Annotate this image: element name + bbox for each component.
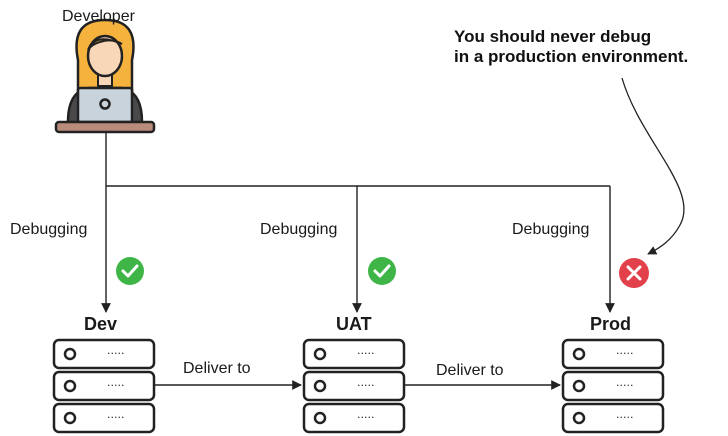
env-title-dev: Dev — [84, 314, 118, 334]
svg-text:·····: ····· — [357, 411, 374, 424]
warning-note-line2: in a production environment. — [454, 47, 689, 66]
developer-label: Developer — [62, 8, 135, 25]
server-icon-dev: ····· ····· ····· — [52, 338, 156, 434]
svg-text:·····: ····· — [107, 379, 124, 392]
svg-text:·····: ····· — [107, 347, 124, 360]
server-icon-prod: ····· ····· ····· — [561, 338, 665, 434]
svg-text:·····: ····· — [616, 411, 633, 424]
debug-connectors — [101, 133, 615, 313]
svg-text:·····: ····· — [616, 379, 633, 392]
debugging-label-dev: Debugging — [10, 221, 88, 238]
deliver-label-1: Deliver to — [183, 360, 251, 377]
note-arrow — [621, 77, 685, 255]
cross-icon — [619, 258, 649, 288]
debugging-label-prod: Debugging — [512, 221, 590, 238]
svg-text:·····: ····· — [616, 347, 633, 360]
check-icon — [116, 257, 144, 285]
svg-text:·····: ····· — [107, 411, 124, 424]
check-icon — [368, 257, 396, 285]
svg-text:·····: ····· — [357, 379, 374, 392]
svg-text:·····: ····· — [357, 347, 374, 360]
warning-note: You should never debug in a production e… — [454, 27, 688, 67]
env-title-prod: Prod — [590, 314, 632, 334]
env-title-uat: UAT — [336, 314, 372, 334]
debugging-label-uat: Debugging — [260, 221, 338, 238]
deliver-label-2: Deliver to — [436, 362, 504, 379]
server-icon-uat: ····· ····· ····· — [302, 338, 406, 434]
developer-icon — [54, 18, 156, 134]
warning-note-line1: You should never debug — [454, 27, 652, 46]
